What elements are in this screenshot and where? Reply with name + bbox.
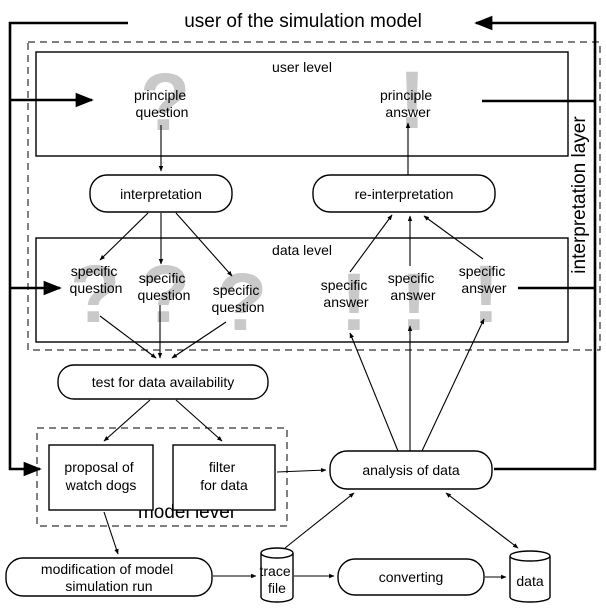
user-to-proposal-loop bbox=[8, 21, 128, 477]
interpretation-layer-label: interpretation layer bbox=[569, 116, 590, 274]
sa3-to-reinterp-arrow bbox=[423, 215, 484, 260]
user-level-box bbox=[35, 51, 569, 157]
specific-question-1: specific question bbox=[70, 263, 123, 296]
data-store-label: data bbox=[516, 573, 543, 589]
interpretation-node bbox=[89, 174, 233, 213]
analysis-node bbox=[329, 450, 493, 490]
data-level-label: data level bbox=[272, 242, 332, 258]
question-mark-glyph: ? bbox=[217, 257, 267, 348]
interpretation-label: interpretation bbox=[120, 186, 202, 202]
interp-to-sq3-arrow bbox=[175, 212, 233, 277]
sq3-to-test-arrow bbox=[171, 321, 227, 359]
proposal-label: proposal of watch dogs bbox=[64, 459, 137, 493]
test-to-filter-arrow bbox=[175, 399, 223, 442]
specific-answer-1: specific answer bbox=[321, 277, 372, 310]
proposal-node bbox=[48, 444, 154, 511]
model-level-region bbox=[36, 427, 288, 527]
principle-answer: principle answer bbox=[380, 87, 436, 120]
filter-to-analysis-arrow bbox=[276, 468, 327, 473]
proposal-to-modification-arrow bbox=[103, 511, 119, 555]
data-store bbox=[509, 550, 551, 603]
exclamation-mark-glyph: ! bbox=[472, 249, 499, 340]
exclamation-mark-glyph: ! bbox=[398, 55, 425, 146]
exclamation-mark-glyph: ! bbox=[340, 257, 367, 348]
trace-file-label: trace file bbox=[259, 563, 294, 596]
reinterpretation-node bbox=[312, 174, 496, 213]
sa1-to-reinterp-arrow bbox=[349, 214, 393, 273]
sq1-to-test-arrow bbox=[99, 315, 157, 359]
filter-label: filter for data bbox=[200, 459, 248, 493]
trace-file-store bbox=[260, 547, 294, 603]
converting-label: converting bbox=[379, 569, 444, 585]
test-availability-label: test for data availability bbox=[92, 374, 234, 390]
data-level-box bbox=[35, 237, 569, 343]
specific-answer-3: specific answer bbox=[459, 263, 510, 296]
filter-node bbox=[172, 444, 276, 511]
trace-to-analysis-arrow bbox=[284, 492, 355, 549]
analysis-to-sa1-arrow bbox=[349, 332, 399, 452]
test-availability-node bbox=[57, 364, 269, 400]
principle-question: principle question bbox=[134, 87, 190, 120]
reinterpretation-label: re-interpretation bbox=[355, 186, 454, 202]
question-mark-glyph: ? bbox=[140, 57, 190, 148]
analysis-label: analysis of data bbox=[362, 462, 459, 478]
analysis-to-user-loop bbox=[474, 15, 597, 471]
question-mark-glyph: ? bbox=[140, 249, 190, 340]
analysis-data-bidirectional-arrow bbox=[445, 492, 519, 549]
specific-question-2: specific question bbox=[138, 270, 191, 303]
exclamation-mark-glyph: ! bbox=[400, 257, 427, 348]
specific-question-3: specific question bbox=[212, 282, 265, 315]
modification-node bbox=[5, 557, 213, 597]
diagram-title: user of the simulation model bbox=[184, 11, 422, 32]
interpretation-layer-region bbox=[27, 41, 601, 351]
specific-answer-2: specific answer bbox=[388, 270, 439, 303]
converting-node bbox=[337, 558, 485, 596]
interp-to-sq1-arrow bbox=[99, 212, 149, 261]
user-level-label: user level bbox=[272, 59, 332, 75]
modification-label: modification of model simulation run bbox=[41, 561, 177, 594]
analysis-to-sa3-arrow bbox=[421, 318, 485, 452]
test-to-proposal-arrow bbox=[103, 399, 151, 442]
